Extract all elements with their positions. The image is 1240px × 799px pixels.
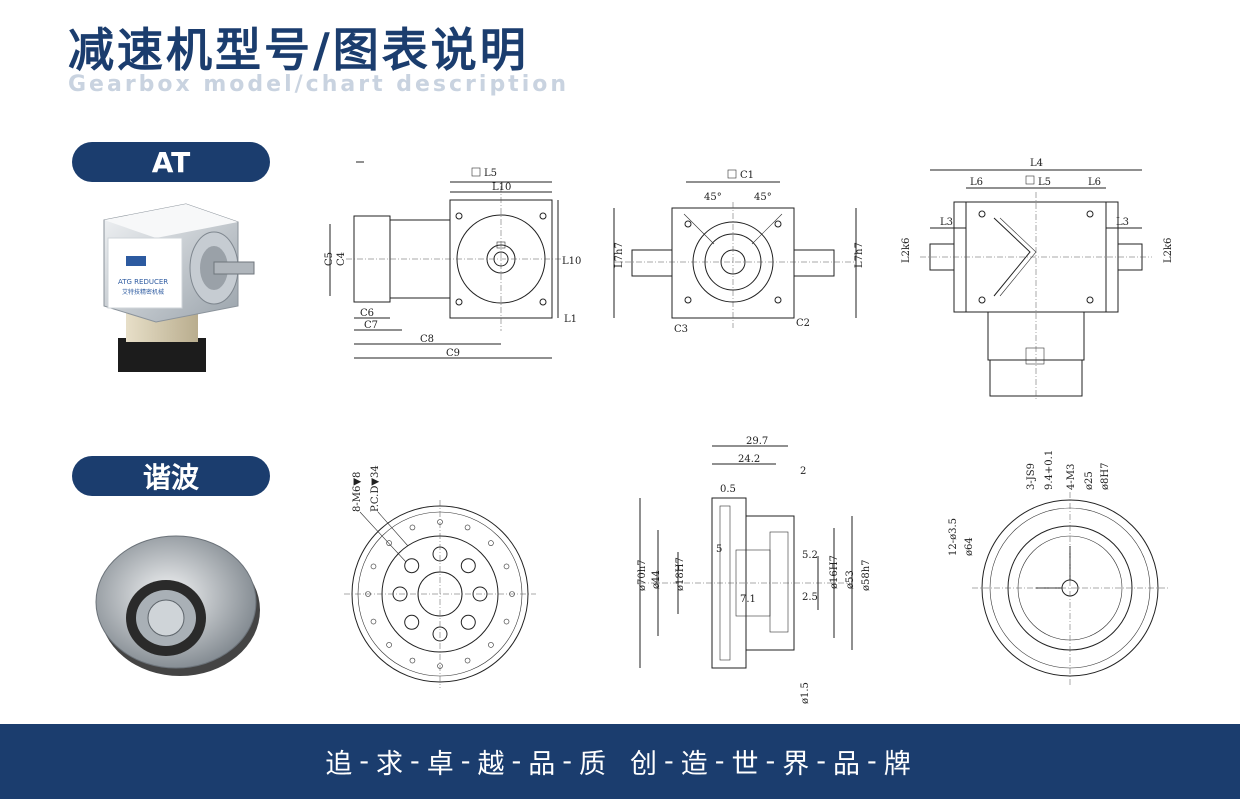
dim-24-2: 24.2 xyxy=(738,454,760,465)
label-phi64: ø64 xyxy=(964,537,975,556)
dim-5: 5 xyxy=(716,544,722,555)
dim-2: 2 xyxy=(800,466,806,477)
footer-char: 品 xyxy=(528,749,560,780)
dim-C6: C6 xyxy=(360,308,374,319)
dim-angle-right: 45° xyxy=(754,192,772,203)
page-title: 减速机型号/图表说明 xyxy=(68,23,529,77)
bolt-hole xyxy=(460,614,476,630)
at-front-view-drawing: L5 L10 L10 L1 C5 C4 C6 C7 C8 C9 xyxy=(316,146,586,376)
dim-L5-top: L5 xyxy=(1038,177,1051,188)
dim-C4: C4 xyxy=(336,252,347,266)
dim-C5: C5 xyxy=(324,252,335,266)
section-label-harmonic: 谐波 xyxy=(72,456,270,496)
footer-slogan: 追-求-卓-越-品-质创-造-世-界-品-牌 xyxy=(0,724,1240,799)
at-top-view-drawing: L4 L6 L5 L6 L3 L3 L2k6 L2k6 xyxy=(890,152,1180,402)
label-3-js9: 3-JS9 xyxy=(1026,463,1037,490)
dim-0-5: 0.5 xyxy=(720,484,736,495)
at-side-view-drawing: C1 45° 45° L7h7 L7h7 C3 C2 xyxy=(604,162,874,342)
footer-char: 求 xyxy=(376,749,407,780)
rim-hole xyxy=(386,642,392,648)
footer-char: 追 xyxy=(325,749,357,780)
page-subtitle: Gearbox model/chart description xyxy=(68,72,570,97)
label-phi8: ø8H7 xyxy=(1100,463,1111,490)
label-phi25: ø25 xyxy=(1084,471,1095,490)
dim-phi44: ø44 xyxy=(651,570,662,589)
at-gearbox-photo: ATG REDUCER 艾特技精密机械 xyxy=(96,198,266,376)
rim-hole xyxy=(409,524,416,531)
photo-brand-line2: 艾特技精密机械 xyxy=(122,288,164,296)
section-label-at: AT xyxy=(72,142,270,182)
dim-C9: C9 xyxy=(446,348,460,359)
rim-hole xyxy=(409,657,416,664)
rim-hole xyxy=(464,657,471,664)
label-12-holes: 12-ø3.5 xyxy=(948,518,959,556)
dim-L7-left: L7h7 xyxy=(614,242,625,268)
dim-C1: C1 xyxy=(740,170,754,181)
footer-char: 界 xyxy=(782,749,814,780)
rim-hole xyxy=(370,563,377,570)
footer-char: 世 xyxy=(731,749,763,780)
harmonic-front-view-drawing: 8-M6▼8 P.C.D▼34 xyxy=(330,462,550,702)
dim-L10-v: L10 xyxy=(562,256,581,267)
label-pcd: P.C.D▼34 xyxy=(370,465,381,512)
dim-L5: L5 xyxy=(484,168,497,179)
dim-L2-right: L2k6 xyxy=(1163,238,1174,263)
dim-2-5: 2.5 xyxy=(802,592,818,603)
dim-7-1: 7.1 xyxy=(740,594,756,605)
rim-hole xyxy=(503,618,510,625)
rim-hole xyxy=(503,563,510,570)
dim-29-7: 29.7 xyxy=(746,436,768,447)
rim-hole xyxy=(488,540,494,546)
dim-L6-left: L6 xyxy=(970,177,983,188)
footer-char: 品 xyxy=(833,749,864,780)
harmonic-reducer-photo xyxy=(90,518,265,682)
dim-angle-left: 45° xyxy=(704,192,722,203)
dim-C2: C2 xyxy=(796,318,810,329)
dim-C7: C7 xyxy=(364,320,378,331)
dim-L1: L1 xyxy=(564,314,577,325)
dim-phi70: ø70h7 xyxy=(637,559,648,591)
rim-hole xyxy=(370,618,377,625)
bolt-hole xyxy=(404,614,420,630)
dim-L7-right: L7h7 xyxy=(854,242,865,268)
dim-L3-left: L3 xyxy=(940,217,953,228)
dim-C3: C3 xyxy=(674,324,688,335)
dim-L10: L10 xyxy=(492,182,511,193)
bolt-hole xyxy=(460,558,476,574)
dim-L4: L4 xyxy=(1030,158,1043,169)
label-holes: 8-M6▼8 xyxy=(352,472,363,512)
rim-hole xyxy=(464,524,471,531)
dim-phi58: ø58h7 xyxy=(861,559,870,591)
dim-5-2: 5.2 xyxy=(802,550,818,561)
footer-char: 卓 xyxy=(426,749,458,780)
dim-L6-right: L6 xyxy=(1088,177,1101,188)
rim-hole xyxy=(386,540,392,546)
footer-char: 越 xyxy=(477,749,509,780)
footer-char: 牌 xyxy=(883,749,915,780)
photo-brand-line1: ATG REDUCER xyxy=(118,278,168,286)
dim-phi1-5: ø1.5 xyxy=(800,682,811,704)
harmonic-section-drawing: 29.7 24.2 2 0.5 5.2 7.1 2.5 5 ø70h7 ø44 … xyxy=(620,432,870,717)
bolt-hole xyxy=(404,558,420,574)
dim-C8: C8 xyxy=(420,334,434,345)
footer-char: 质 xyxy=(579,749,610,780)
label-4-m3: 4-M3 xyxy=(1066,464,1077,490)
dim-phi18: ø18H7 xyxy=(675,557,686,591)
dim-phi53: ø53 xyxy=(845,570,856,589)
harmonic-back-view-drawing: 3-JS9 9.4+0.1 4-M3 ø25 ø8H7 12-ø3.5 ø64 xyxy=(930,446,1170,702)
footer-char: 创 xyxy=(630,749,661,780)
footer-char: 造 xyxy=(680,749,712,780)
dim-L2-left: L2k6 xyxy=(901,238,912,263)
label-9-4: 9.4+0.1 xyxy=(1044,450,1055,490)
dim-L3-right: L3 xyxy=(1116,217,1129,228)
rim-hole xyxy=(488,642,494,648)
